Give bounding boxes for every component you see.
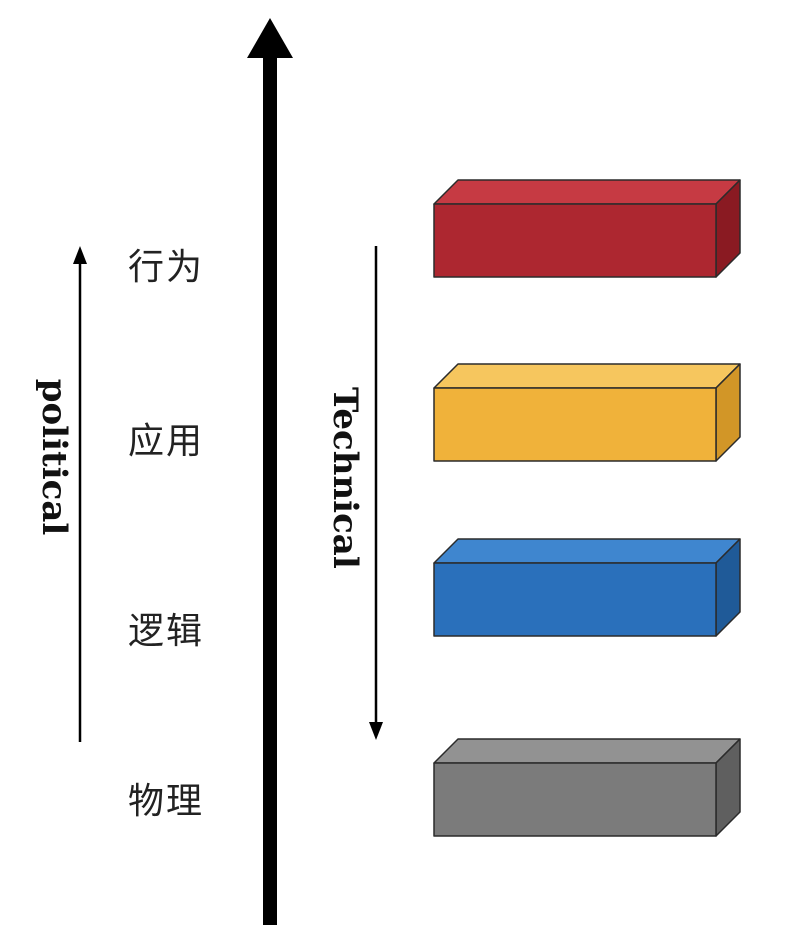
block-top-face	[433, 538, 741, 564]
layer-label-behavior: 行为	[128, 247, 205, 288]
layer-label-physical: 物理	[128, 781, 205, 822]
political-axis-label: political	[34, 378, 74, 536]
block-front-face	[433, 562, 717, 637]
layer-label-logic: 逻辑	[128, 611, 205, 652]
political-up-arrow	[73, 246, 87, 742]
layer-label-application: 应用	[128, 421, 205, 462]
block-front-face	[433, 203, 717, 278]
block-top-face	[433, 179, 741, 205]
layer-blocks	[433, 179, 741, 837]
layer-block-behavior	[433, 179, 741, 278]
technical-down-arrow	[369, 246, 383, 740]
layer-block-physical	[433, 738, 741, 837]
block-top-face	[433, 738, 741, 764]
block-front-face	[433, 387, 717, 462]
layer-block-application	[433, 363, 741, 462]
layer-block-logic	[433, 538, 741, 637]
main-up-arrow	[247, 18, 293, 925]
block-front-face	[433, 762, 717, 837]
block-top-face	[433, 363, 741, 389]
technical-axis-label: Technical	[325, 387, 365, 569]
